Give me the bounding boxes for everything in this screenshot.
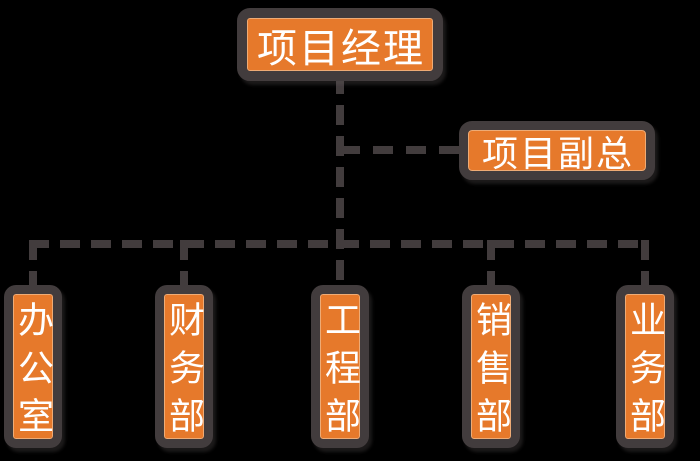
node-project-deputy-label: 项目副总 — [481, 132, 634, 174]
node-dept-office: 办公室 — [4, 285, 62, 448]
node-dept-office-label: 办公室 — [13, 300, 54, 445]
node-dept-engineering: 工程部 — [311, 285, 369, 448]
node-dept-business: 业务部 — [616, 285, 674, 448]
node-dept-sales-label: 销售部 — [471, 300, 512, 445]
node-project-manager-label: 项目经理 — [257, 26, 425, 71]
node-dept-finance: 财务部 — [155, 285, 213, 448]
node-dept-business-label: 业务部 — [625, 300, 666, 445]
node-dept-engineering-label: 工程部 — [320, 300, 361, 445]
node-dept-sales: 销售部 — [462, 285, 520, 448]
node-dept-finance-label: 财务部 — [164, 300, 205, 445]
node-project-manager: 项目经理 — [237, 8, 443, 81]
node-project-deputy: 项目副总 — [459, 121, 655, 180]
